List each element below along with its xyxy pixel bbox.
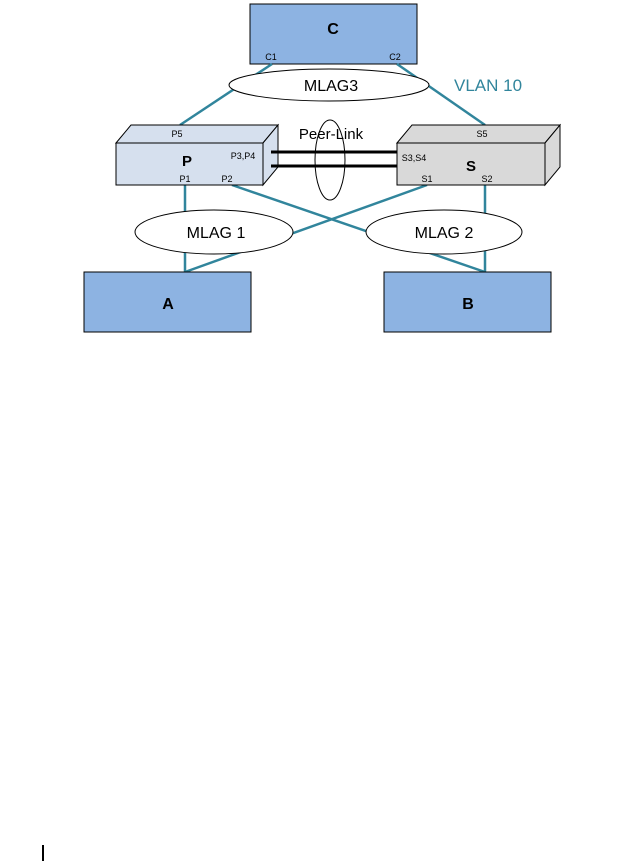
port-s5-label: S5 xyxy=(476,129,487,139)
device-c-box xyxy=(249,3,418,65)
switch-p-top-face xyxy=(114,124,280,144)
peer-link-ellipse xyxy=(314,119,346,201)
mlag2-ellipse xyxy=(365,209,523,255)
mlag2-label: MLAG 2 xyxy=(415,225,474,242)
switch-s-front-face xyxy=(396,142,546,186)
link-s1-a xyxy=(184,183,428,274)
switch-p-front-face xyxy=(115,142,264,186)
device-c-label: C xyxy=(327,21,339,38)
port-p3p4-label: P3,P4 xyxy=(231,151,256,161)
port-s2-label: S2 xyxy=(481,174,492,184)
device-b-box xyxy=(383,271,552,333)
mlag1-ellipse xyxy=(134,209,294,255)
switch-s xyxy=(395,123,562,187)
switch-s-label: S xyxy=(466,158,476,175)
switch-p-label: P xyxy=(182,153,192,170)
device-b-label: B xyxy=(462,296,474,313)
link-c2-s5 xyxy=(396,62,486,127)
port-c2-label: C2 xyxy=(389,52,401,62)
port-p1-label: P1 xyxy=(179,174,190,184)
link-p2-b xyxy=(231,183,486,274)
port-s3s4-label: S3,S4 xyxy=(402,153,427,163)
mlag3-ellipse xyxy=(228,68,430,102)
port-p5-label: P5 xyxy=(171,129,182,139)
device-a-label: A xyxy=(162,296,174,313)
mlag3-label: MLAG3 xyxy=(304,78,358,95)
peer-link-label: Peer-Link xyxy=(299,126,364,143)
mlag1-label: MLAG 1 xyxy=(187,225,246,242)
switch-p xyxy=(114,123,280,187)
page-margin-marker xyxy=(42,845,44,861)
vlan-label: VLAN 10 xyxy=(454,76,522,95)
port-c1-label: C1 xyxy=(265,52,277,62)
port-p2-label: P2 xyxy=(221,174,232,184)
device-a-box xyxy=(83,271,252,333)
port-s1-label: S1 xyxy=(421,174,432,184)
